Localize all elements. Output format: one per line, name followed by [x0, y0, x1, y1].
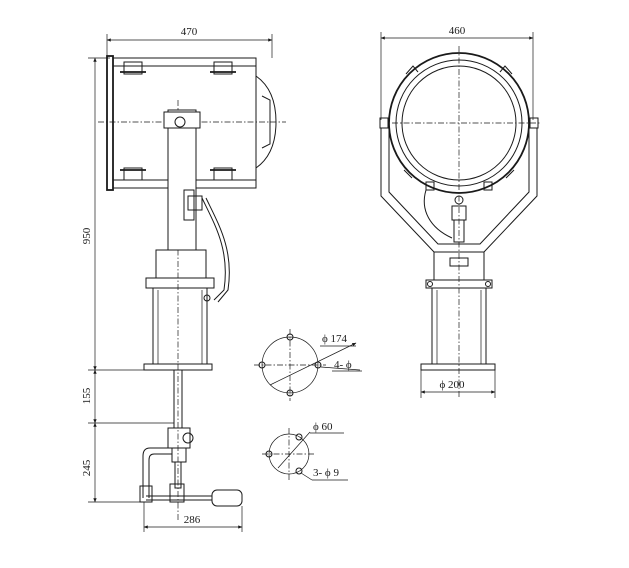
height-mid-label: 155	[81, 387, 93, 404]
pedestal-front	[420, 251, 496, 371]
handle-mechanism	[139, 369, 243, 507]
dimension-handle-reach: 286	[143, 502, 243, 532]
side-view: 470	[81, 26, 286, 532]
dimension-base-diameter: ϕ 200	[420, 370, 496, 398]
front-view: 460	[379, 25, 540, 398]
handle-reach-label: 286	[184, 514, 201, 526]
hole-pattern-small: ϕ 60 3- ϕ 9	[262, 421, 348, 481]
bolt-circle-large-label: ϕ 174	[322, 333, 348, 345]
front-width-label: 460	[449, 25, 466, 37]
holes-large-label: 4- ϕ	[334, 359, 352, 371]
base-diameter-label: ϕ 200	[439, 379, 465, 391]
pedestal	[143, 249, 215, 371]
dimension-side-width: 470	[106, 26, 273, 58]
height-main-label: 950	[81, 227, 93, 244]
height-low-label: 245	[81, 459, 93, 476]
dimension-front-width: 460	[380, 25, 534, 120]
yoke-column	[163, 109, 230, 303]
side-width-label: 470	[181, 26, 198, 38]
hole-pattern-large: ϕ 174 4- ϕ	[254, 329, 362, 401]
dimension-heights: 950 155 245	[81, 57, 174, 503]
holes-small-label: 3- ϕ 9	[313, 467, 339, 479]
bolt-circle-small-label: ϕ 60	[313, 421, 333, 433]
